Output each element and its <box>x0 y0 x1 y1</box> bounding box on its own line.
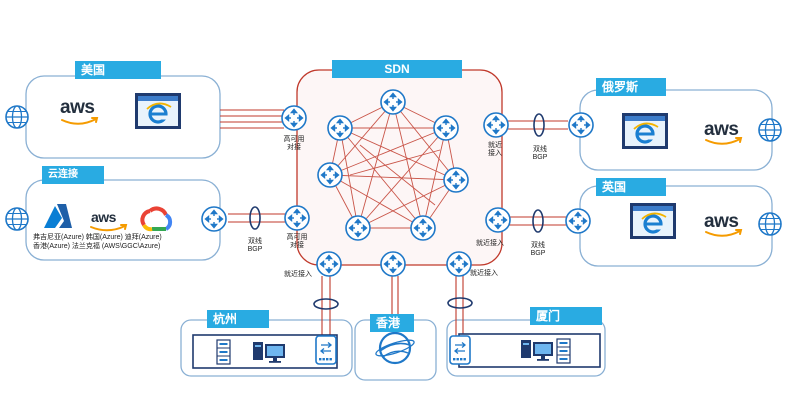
annotation-text: 高可用 <box>286 234 308 241</box>
switch-icon <box>315 335 337 365</box>
cloud-region-line-2: 香港(Azure) 法兰克福 (AWS\GGC\Azure) <box>33 243 161 250</box>
annotation-dual-bgp: 双线 BGP <box>528 146 552 162</box>
annotation-nearby-right-top: 就近 接入 <box>484 142 506 158</box>
aws-logo: aws <box>91 209 116 225</box>
annotation-text: 双线 <box>531 242 545 249</box>
label-usa: 美国 <box>75 61 161 79</box>
label-hongkong: 香港 <box>370 314 414 332</box>
annotation-text: 接入 <box>488 150 502 157</box>
annotation-ha-mid: 高可用 对接 <box>285 234 309 250</box>
server-icon <box>556 338 571 364</box>
annotation-nearby-right-mid: 就近接入 <box>476 240 504 247</box>
annotation-dual-bgp: 双线 BGP <box>526 242 550 258</box>
region-usa-box <box>25 75 221 159</box>
annotation-ha-top: 高可用 对接 <box>282 136 306 152</box>
switch-icon <box>449 335 471 365</box>
azure-logo-icon <box>44 204 72 228</box>
annotation-text: 高可用 <box>283 136 305 143</box>
label-russia: 俄罗斯 <box>596 78 666 96</box>
annotation-nearby-bottom-right: 就近接入 <box>470 270 498 277</box>
label-uk: 英国 <box>596 178 666 196</box>
aws-logo: aws <box>704 211 739 232</box>
annotation-text: 就近 <box>488 142 502 149</box>
label-hangzhou: 杭州 <box>207 310 269 328</box>
region-russia-box <box>579 89 773 171</box>
server-icon <box>216 339 231 365</box>
annotation-text: 对接 <box>290 242 304 249</box>
google-cloud-logo-icon <box>140 206 173 232</box>
annotation-dual-bgp: 双线 BGP <box>243 238 267 254</box>
annotation-text: 双线 <box>533 146 547 153</box>
annotation-text: BGP <box>530 250 546 257</box>
label-cloud: 云连接 <box>42 166 104 184</box>
annotation-text: BGP <box>532 154 548 161</box>
hongkong-globe-icon <box>375 331 415 365</box>
annotation-text: BGP <box>247 246 263 253</box>
label-sdn: SDN <box>332 60 462 78</box>
cloud-region-line-1: 弗吉尼亚(Azure) 韩国(Azure) 迪拜(Azure) <box>33 234 162 241</box>
annotation-text: 对接 <box>287 144 301 151</box>
annotation-text: 双线 <box>248 238 262 245</box>
label-xiamen: 厦门 <box>530 307 602 325</box>
annotation-nearby-bottom-left: 就近接入 <box>284 271 312 278</box>
aws-logo: aws <box>60 97 95 118</box>
aws-logo: aws <box>704 119 739 140</box>
